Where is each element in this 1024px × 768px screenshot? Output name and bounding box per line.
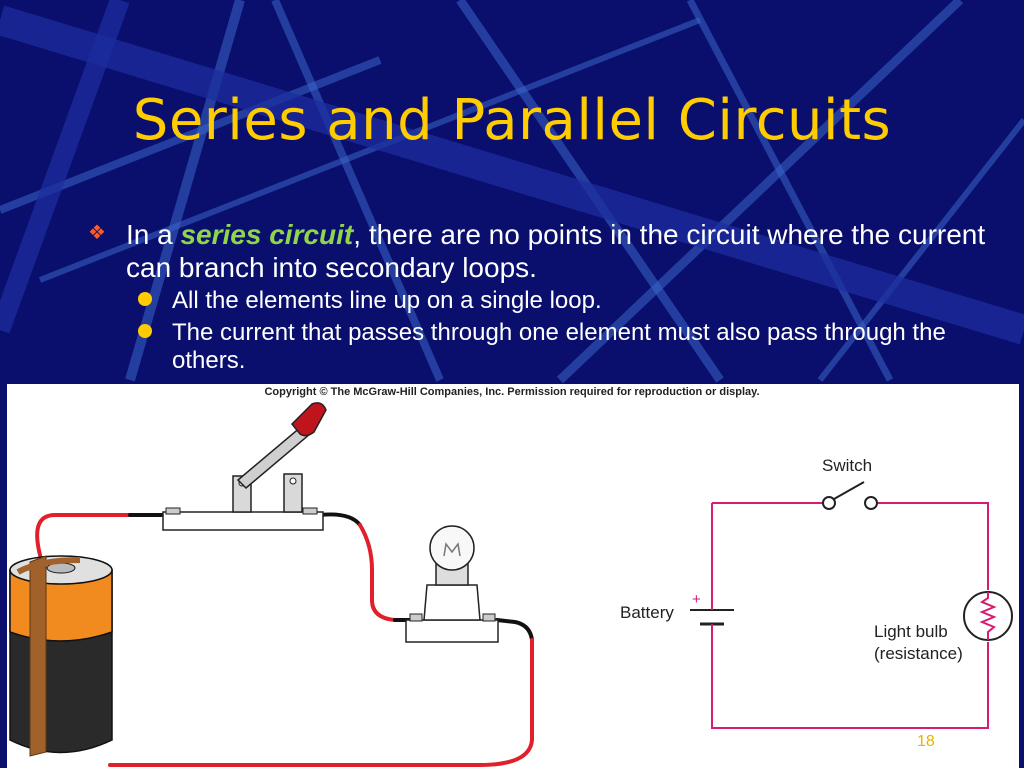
sub-bullet-dot-icon [138, 292, 152, 306]
knife-switch [162, 402, 327, 531]
switch-label: Switch [822, 456, 873, 475]
series-circuit-term: series circuit [180, 219, 354, 250]
sub-bullet-1: All the elements line up on a single loo… [172, 287, 602, 314]
light-bulb-pictorial [405, 525, 499, 643]
schematic-resistor-symbol [963, 591, 1013, 641]
wire-battery-to-switch [35, 513, 132, 557]
light-bulb-label: Light bulb [874, 622, 948, 641]
bullet-suffix: , there are no points in the circuit whe… [126, 219, 986, 283]
wire-bulb-return [108, 638, 534, 767]
resistance-label: (resistance) [874, 644, 963, 663]
sub-bullet-dot-icon [138, 324, 152, 338]
schematic-right-lower-wire [711, 627, 989, 729]
circuit-figure [7, 384, 1019, 768]
copyright-notice: Copyright © The McGraw-Hill Companies, I… [264, 386, 760, 398]
slide-title: Series and Parallel Circuits [132, 88, 892, 153]
wire-switch-to-bulb-black [318, 512, 362, 527]
circuit-schematic [711, 502, 989, 729]
sub-bullet-2: The current that passes through one elem… [172, 319, 946, 374]
wire-switch-to-bulb [358, 523, 397, 622]
battery-plus-sign: + [692, 591, 701, 608]
battery-pictorial [9, 555, 113, 757]
wire-bulb-return-black [495, 618, 534, 642]
main-bullet: In a series circuit, there are no points… [126, 218, 986, 284]
schematic-switch-symbol [822, 481, 878, 510]
schematic-top-right-wire [872, 502, 989, 590]
bullet-prefix: In a [126, 219, 181, 250]
battery-label: Battery [620, 603, 674, 622]
schematic-battery-symbol [690, 603, 734, 630]
diamond-bullet-icon: ❖ [88, 220, 106, 244]
page-number: 18 [917, 733, 935, 750]
